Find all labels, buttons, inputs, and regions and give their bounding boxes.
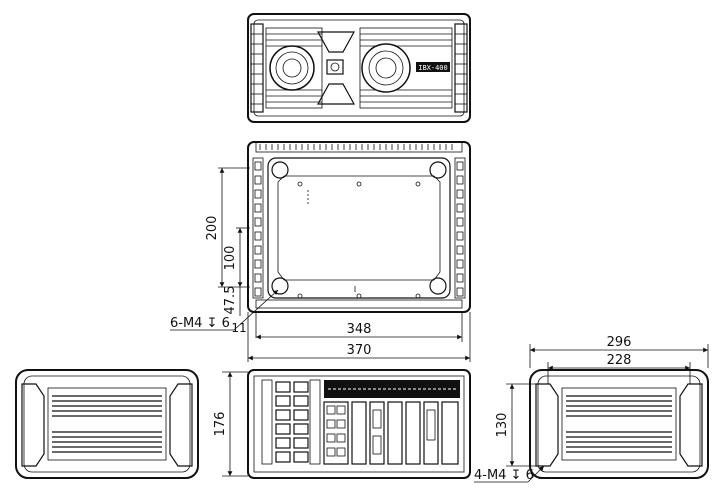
dim-offset-47-5: 47.5 — [223, 286, 238, 315]
dim-mount-holes-front: 6-M4 ↧ 6 — [170, 316, 230, 331]
dim-width-296: 296 — [607, 335, 632, 350]
top-logo-plate — [416, 62, 450, 72]
right-side-view: 296 228 130 4-M4 ↧ 6 — [474, 335, 709, 483]
rear-view-outline — [247, 369, 471, 479]
dim-height-176: 176 — [213, 412, 228, 437]
dim-height-100: 100 — [223, 246, 238, 271]
left-side-view — [15, 369, 199, 479]
front-view: 200 100 47.5 6-M4 ↧ 6 11 348 370 — [170, 141, 471, 362]
top-right-ribs — [454, 23, 468, 113]
top-center-x — [316, 31, 356, 105]
left-side-outline — [15, 369, 199, 479]
dim-width-228: 228 — [607, 353, 632, 368]
top-view-outline — [247, 13, 471, 123]
rear-dimensions: 176 — [213, 371, 248, 477]
rear-io-left — [261, 379, 321, 465]
top-logo-text: IBX-400 — [418, 64, 448, 72]
foot-br — [429, 277, 447, 295]
right-side-outline — [529, 369, 709, 479]
rear-expansion-slots — [323, 401, 459, 465]
front-top-vents — [255, 141, 463, 153]
top-left-fan — [265, 27, 323, 109]
dim-offset-11: 11 — [231, 321, 246, 335]
foot-tl — [271, 161, 289, 179]
dim-mount-holes-side: 4-M4 ↧ 6 — [474, 468, 534, 483]
dim-width-370: 370 — [347, 343, 372, 358]
top-left-ribs — [250, 23, 264, 113]
foot-tr — [429, 161, 447, 179]
front-view-outline — [247, 141, 471, 313]
front-left-vents — [252, 157, 264, 299]
top-right-fan — [359, 27, 453, 109]
rear-view: 176 — [213, 369, 471, 479]
dim-height-200: 200 — [205, 216, 220, 241]
side-dimensions: 296 228 130 4-M4 ↧ 6 — [474, 335, 709, 483]
foot-bl — [271, 277, 289, 295]
front-recess — [277, 175, 441, 281]
rear-top-vent — [324, 380, 460, 398]
front-right-vents — [454, 157, 466, 299]
front-dimensions: 200 100 47.5 6-M4 ↧ 6 11 348 370 — [170, 167, 471, 362]
dim-height-130: 130 — [495, 413, 510, 438]
top-view: IBX-400 — [247, 13, 471, 123]
dim-width-348: 348 — [347, 322, 372, 337]
front-inner-panel — [267, 157, 451, 299]
